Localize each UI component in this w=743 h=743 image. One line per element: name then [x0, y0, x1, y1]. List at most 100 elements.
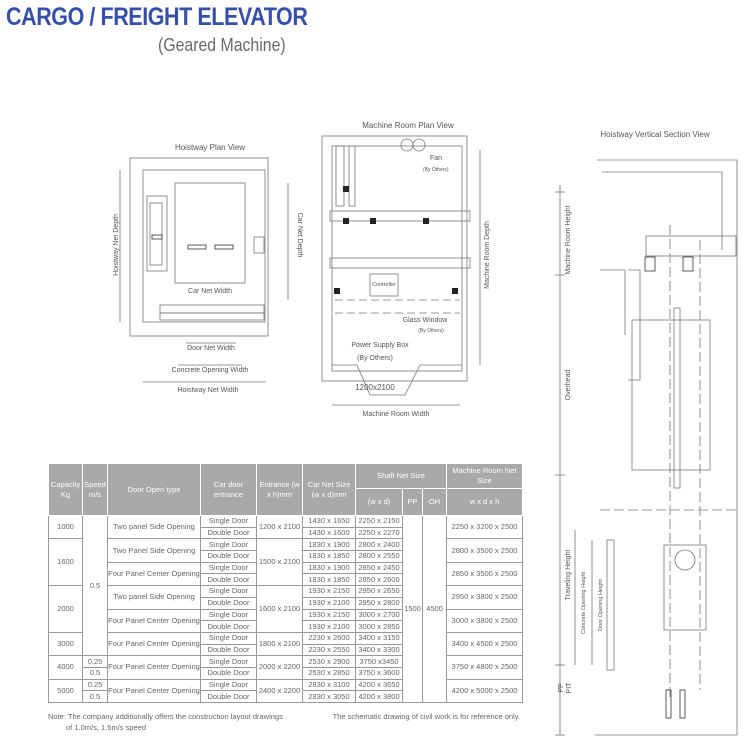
capacity-cell: 3000: [48, 631, 83, 657]
shaft-size-cell: 2800 x 2400: [355, 538, 403, 552]
car-net-size-cell: 1430 x 1600: [302, 526, 356, 540]
door-size-label: 1200x2100: [355, 383, 395, 392]
machine-room-plan-view: Machine Room Plan View Fan (By Others) M…: [321, 121, 491, 418]
door-open-type-cell: Two panel Side Opening: [107, 514, 201, 540]
car-net-size-cell: 1830 x 1850: [302, 573, 356, 587]
shaft-size-cell: 2850 x 2600: [355, 573, 403, 587]
shaft-size-cell: 3400 x 3150: [355, 631, 403, 645]
shaft-size-cell: 2250 x 2270: [355, 526, 403, 540]
page-title: CARGO / FREIGHT ELEVATOR: [6, 3, 308, 31]
car-net-size-cell: 1930 x 2100: [302, 596, 356, 610]
car-door-entrance-cell: Double Door: [200, 643, 257, 657]
car-net-size-cell: 2530 x 2850: [302, 666, 356, 680]
machine-room-size-cell: 2850 x 3500 x 2500: [446, 561, 524, 587]
header-shaft-net-size: Shaft Net Size: [354, 463, 448, 489]
fan-note-label: (By Others): [423, 167, 449, 173]
entrance-cell: 1200 x 2100: [256, 514, 303, 540]
car-net-size-cell: 2830 x 3100: [302, 678, 356, 692]
speed-cell: 0.25: [82, 655, 108, 668]
machine-room-size-cell: 3000 x 3800 x 2500: [446, 608, 524, 633]
machine-room-size-cell: 2950 x 3800 x 2500: [446, 585, 524, 610]
header-machine-room: Machine Room Net Size: [446, 463, 524, 489]
machine-room-width-label: Machine Room Width: [363, 411, 430, 418]
shaft-size-cell: 4200 x 3650: [355, 678, 403, 692]
shaft-size-cell: 2950 x 2800: [355, 596, 403, 610]
shaft-size-cell: 3750 x 3600: [355, 666, 403, 680]
machine-room-size-cell: 2250 x 3200 x 2500: [446, 514, 524, 540]
car-door-entrance-cell: Single Door: [200, 678, 257, 692]
pp-label: PP: [558, 683, 565, 693]
note-line-1: Note: The company additionally offers th…: [48, 712, 283, 721]
car-door-entrance-cell: Double Door: [200, 550, 257, 563]
traveling-height-label: Traveling Height: [565, 550, 572, 601]
car-door-entrance-cell: Double Door: [200, 690, 257, 703]
concrete-opening-width-label: Concrete Opening Width: [172, 367, 249, 374]
car-door-entrance-cell: Single Door: [200, 515, 257, 528]
machine-room-size-cell: 3400 x 4500 x 2500: [446, 631, 524, 657]
machine-room-height-label: Machine Room Height: [565, 205, 572, 274]
car-door-entrance-cell: Single Door: [200, 631, 257, 645]
shaft-size-cell: 2950 x 2650: [355, 585, 403, 598]
hoistway-net-width-label: Hoistway Net Width: [177, 387, 238, 394]
car-net-size-cell: 1930 x 2100: [302, 620, 356, 633]
door-net-width-label: Door Net Width: [187, 345, 235, 352]
car-net-depth-label: Car Net Depth: [296, 213, 303, 258]
machine-room-size-cell: 3750 x 4800 x 2500: [446, 655, 524, 680]
door-open-type-cell: Four Panel Center Opening: [107, 631, 201, 657]
machine-room-plan-title: Machine Room Plan View: [362, 121, 454, 130]
overhead-label: Overhead: [565, 370, 572, 401]
car-door-entrance-cell: Double Door: [200, 596, 257, 610]
car-net-size-cell: 2230 x 2550: [302, 643, 356, 657]
hoistway-plan-view: Hoistway Plan View Hoistway Net Depth Ca…: [113, 143, 303, 394]
car-door-entrance-cell: Single Door: [200, 585, 257, 598]
door-open-type-cell: Four Panel Center Opening: [107, 608, 201, 633]
entrance-cell: 2000 x 2200: [256, 655, 303, 680]
entrance-cell: 1600 x 2100: [256, 585, 303, 633]
pit-label: PIT: [566, 682, 573, 694]
door-open-type-cell: Two panel Side Opening: [107, 585, 201, 610]
entrance-cell: 1500 x 2100: [256, 538, 303, 587]
capacity-cell: 1000: [48, 514, 83, 540]
oh-cell: 4500: [421, 515, 448, 703]
disclaimer: The schematic drawing of civil work is f…: [332, 712, 520, 721]
door-opening-height-label: Door Opening Height: [598, 579, 604, 631]
car-net-size-cell: 2530 x 2900: [302, 655, 356, 668]
capacity-cell: 5000: [48, 678, 83, 704]
shaft-size-cell: 2250 x 2150: [355, 515, 403, 528]
capacity-cell: 4000: [48, 655, 83, 680]
capacity-cell: 2000: [48, 585, 83, 633]
entrance-cell: 1800 x 2100: [256, 631, 303, 657]
speed-cell: 0.5: [82, 666, 108, 680]
machine-room-depth-label: Machine Room Depth: [484, 221, 491, 289]
car-door-entrance-cell: Double Door: [200, 620, 257, 633]
speed-cell: 0.5: [82, 690, 108, 703]
controller-label: Controller: [372, 282, 396, 288]
car-door-entrance-cell: Single Door: [200, 608, 257, 622]
page-subtitle: (Geared Machine): [158, 35, 286, 55]
header-machine-room-dims: w x d x h: [446, 488, 524, 516]
car-net-size-cell: 1430 x 1650: [302, 515, 356, 528]
speed-cell: 0.25: [82, 678, 108, 692]
shaft-size-cell: 4200 x 3800: [355, 690, 403, 703]
header-entrance: Entrance (w x h)mm: [256, 463, 303, 516]
shaft-size-cell: 3750 x3450: [355, 655, 403, 668]
header-speed: Speed m/s: [82, 463, 108, 516]
capacity-cell: 1600: [48, 538, 83, 587]
glass-window-label: Glass Window: [403, 317, 449, 324]
car-door-entrance-cell: Single Door: [200, 561, 257, 575]
header-car-door-entrance: Car door entrance: [200, 463, 257, 516]
